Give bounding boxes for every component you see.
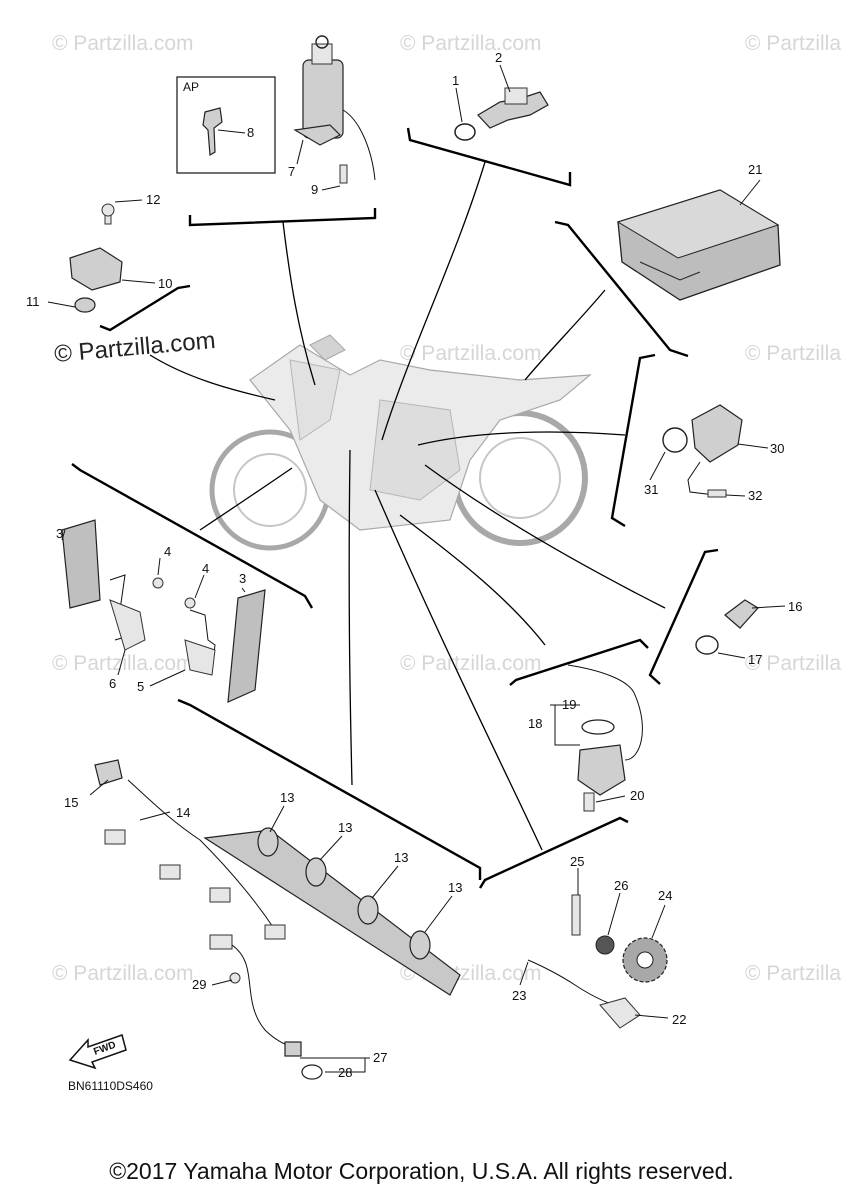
callout-14: 14 bbox=[176, 805, 190, 820]
ap-label: AP bbox=[183, 80, 199, 94]
callout-15: 15 bbox=[64, 795, 78, 810]
pressure-sensor bbox=[69, 203, 123, 313]
motorcycle-illustration bbox=[209, 334, 592, 551]
watermark: © Partzilla.com bbox=[400, 652, 542, 675]
callout-13-a: 13 bbox=[280, 790, 294, 805]
ecu-unit bbox=[616, 189, 781, 301]
left-sensor-group bbox=[61, 519, 266, 703]
injector-group bbox=[94, 759, 461, 996]
callout-13-b: 13 bbox=[338, 820, 352, 835]
callout-13-d: 13 bbox=[448, 880, 462, 895]
callout-13-c: 13 bbox=[394, 850, 408, 865]
bracket-sensor-left bbox=[99, 284, 191, 332]
callout-31: 31 bbox=[644, 482, 658, 497]
callout-29: 29 bbox=[192, 977, 206, 992]
watermark: © Partzilla.com bbox=[745, 652, 843, 675]
watermark: © Partzilla.com bbox=[400, 32, 542, 55]
lean-angle-sensor bbox=[662, 404, 743, 498]
callout-4-left: 4 bbox=[164, 544, 171, 559]
bracket-group bbox=[71, 127, 719, 889]
callout-21: 21 bbox=[748, 162, 762, 177]
callout-26: 26 bbox=[614, 878, 628, 893]
watermark-dark: © Partzilla.com bbox=[53, 327, 216, 368]
callout-4-right: 4 bbox=[202, 561, 209, 576]
watermark: © Partzilla.com bbox=[745, 342, 843, 365]
callout-labels: 1 2 3 3 4 4 5 6 7 8 9 10 11 12 13 13 13 … bbox=[26, 50, 802, 1080]
callout-24: 24 bbox=[658, 888, 672, 903]
watermark: © Partzilla.com bbox=[745, 962, 843, 985]
diagram-code: BN61110DS460 bbox=[68, 1079, 153, 1093]
callout-11: 11 bbox=[26, 294, 40, 309]
callout-2: 2 bbox=[495, 50, 502, 65]
callout-10: 10 bbox=[158, 276, 172, 291]
ap-inset-frame bbox=[176, 76, 276, 174]
callout-9: 9 bbox=[311, 182, 318, 197]
copyright-notice: ©2017 Yamaha Motor Corporation, U.S.A. A… bbox=[109, 1158, 734, 1184]
watermark: © Partzilla.com bbox=[52, 32, 194, 55]
watermark: © Partzilla.com bbox=[52, 962, 194, 985]
callout-8: 8 bbox=[247, 125, 254, 140]
bracket-injectors bbox=[177, 698, 482, 880]
callout-28: 28 bbox=[338, 1065, 352, 1080]
callout-3-left: 3 bbox=[56, 526, 63, 541]
bracket-right-sensor bbox=[610, 353, 656, 528]
callout-7: 7 bbox=[288, 164, 295, 179]
callout-25: 25 bbox=[570, 854, 584, 869]
callout-27: 27 bbox=[373, 1050, 387, 1065]
watermark: © Partzilla.com bbox=[400, 342, 542, 365]
watermark: © Partzilla.com bbox=[52, 652, 194, 675]
callout-3-right: 3 bbox=[239, 571, 246, 586]
bracket-sensor-16 bbox=[648, 548, 719, 685]
bracket-main-switch bbox=[188, 208, 377, 227]
callout-12: 12 bbox=[146, 192, 160, 207]
o2-sensor bbox=[209, 934, 323, 1080]
ap-inset: AP bbox=[176, 76, 276, 174]
callout-32: 32 bbox=[748, 488, 762, 503]
forward-arrow-icon: FWD bbox=[68, 1034, 127, 1070]
temp-sensor-16 bbox=[695, 599, 759, 655]
bracket-pump bbox=[509, 638, 649, 686]
callout-19: 19 bbox=[562, 697, 576, 712]
callout-20: 20 bbox=[630, 788, 644, 803]
watermark: © Partzilla.com bbox=[745, 32, 843, 55]
callout-17: 17 bbox=[748, 652, 762, 667]
leader-lines bbox=[149, 161, 666, 851]
callout-22: 22 bbox=[672, 1012, 686, 1027]
bracket-ecu bbox=[554, 220, 689, 358]
bracket-sensor-top bbox=[406, 127, 572, 187]
callout-5: 5 bbox=[137, 679, 144, 694]
speed-sensor-group bbox=[527, 894, 668, 1029]
callout-30: 30 bbox=[770, 441, 784, 456]
callout-1: 1 bbox=[452, 73, 459, 88]
callout-18: 18 bbox=[528, 716, 542, 731]
main-switch bbox=[293, 35, 376, 184]
fuel-pump bbox=[567, 664, 643, 812]
intake-temp-sensor bbox=[454, 87, 549, 141]
callout-6: 6 bbox=[109, 676, 116, 691]
callout-16: 16 bbox=[788, 599, 802, 614]
watermark-layer: © Partzilla.com © Partzilla.com © Partzi… bbox=[52, 32, 843, 985]
bracket-speed-sensor bbox=[478, 816, 629, 889]
callout-leaders bbox=[47, 64, 786, 1073]
bracket-left-group bbox=[71, 463, 314, 609]
callout-23: 23 bbox=[512, 988, 526, 1003]
